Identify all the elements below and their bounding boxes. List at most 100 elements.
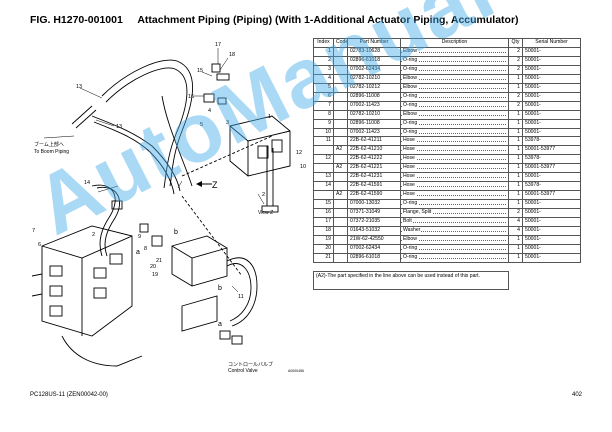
dot-leader xyxy=(401,222,506,224)
callout-3: 3 xyxy=(226,120,229,126)
cell-qty: 4 xyxy=(508,217,523,228)
description-text: O-ring xyxy=(403,92,419,99)
callout-7: 7 xyxy=(32,228,35,234)
callout-13a: 13 xyxy=(76,84,82,90)
dot-leader xyxy=(401,150,506,152)
dot-leader xyxy=(401,177,506,179)
cell-description: Hose xyxy=(400,181,509,192)
callout-6: 6 xyxy=(38,242,41,248)
cell-serial-number: 53978- xyxy=(522,154,581,165)
cell-part-number: 01643-51032 xyxy=(347,226,401,236)
cell-description: Hose xyxy=(400,145,509,156)
cell-description: O-ring xyxy=(400,243,509,254)
cell-description: Hose xyxy=(400,154,509,165)
callout-5: 5 xyxy=(200,122,203,128)
cell-index: 12 xyxy=(313,154,334,165)
dot-leader xyxy=(401,204,506,206)
callout-18: 18 xyxy=(229,52,235,58)
description-text: Hose xyxy=(403,173,416,180)
description-text: O-ring xyxy=(403,253,419,260)
callout-17: 17 xyxy=(215,42,221,48)
description-text: O-ring xyxy=(403,200,419,207)
description-text: Elbow xyxy=(403,110,418,117)
callout-12: 12 xyxy=(296,150,302,156)
cell-serial-number: 50001-53977 xyxy=(522,163,581,174)
cell-index: 16 xyxy=(313,208,334,219)
cell-description: Elbow xyxy=(400,109,509,120)
cell-index: 21 xyxy=(313,252,334,263)
note-spacer xyxy=(509,271,581,289)
description-text: O-ring xyxy=(403,65,419,72)
cell-code xyxy=(333,127,348,138)
cell-part-number: 07002-62434 xyxy=(347,243,401,254)
dot-leader xyxy=(401,114,506,116)
cell-qty: 1 xyxy=(508,181,523,192)
marker-b2: b xyxy=(218,285,222,292)
cell-part-number: 02896-11008 xyxy=(347,91,401,102)
cell-serial-number: 50001- xyxy=(522,243,581,254)
cell-qty: 1 xyxy=(508,199,523,210)
parts-table: Index Code Part Number Description Qty S… xyxy=(313,38,581,290)
table-gap-row xyxy=(314,262,581,271)
callout-14: 14 xyxy=(84,180,90,186)
cell-code xyxy=(333,82,348,93)
cell-description: Washer xyxy=(400,226,509,236)
cell-qty: 1 xyxy=(508,136,523,147)
cell-code xyxy=(333,243,348,254)
cell-serial-number: 50001- xyxy=(522,217,581,228)
cell-qty: 4 xyxy=(508,226,523,236)
cell-index: 20 xyxy=(313,243,334,254)
cell-part-number: 07372-21035 xyxy=(347,217,401,228)
cell-qty: 1 xyxy=(508,109,523,120)
header-code: Code xyxy=(333,38,348,48)
cell-qty: 1 xyxy=(508,118,523,129)
control-valve-label-en: Control Valve xyxy=(228,368,258,374)
cell-code: A2 xyxy=(333,190,348,201)
dot-leader xyxy=(401,132,506,134)
dot-leader xyxy=(401,195,506,197)
cell-description: Elbow xyxy=(400,46,509,57)
cell-description: O-ring xyxy=(400,100,509,111)
cell-index: 1 xyxy=(313,46,334,57)
description-text: O-ring xyxy=(403,119,419,126)
cell-index: 6 xyxy=(313,91,334,102)
cell-qty: 2 xyxy=(508,208,523,219)
cell-qty: 1 xyxy=(508,154,523,165)
description-text: Hose xyxy=(403,191,416,198)
cell-code xyxy=(333,91,348,102)
figure-title: Attachment Piping (Piping) (With 1-Addit… xyxy=(137,14,519,26)
cell-serial-number: 53978- xyxy=(522,181,581,192)
cell-code xyxy=(333,118,348,129)
figure-number: FIG. H1270-001001 xyxy=(30,14,123,26)
dot-leader xyxy=(401,239,506,241)
cell-part-number: 02782-10210 xyxy=(347,109,401,120)
header-qty: Qty xyxy=(508,38,523,48)
cell-index: 15 xyxy=(313,199,334,210)
header-part-number: Part Number xyxy=(347,38,401,48)
cell-qty: 2 xyxy=(508,46,523,57)
cell-index: 5 xyxy=(313,82,334,93)
cell-qty: 1 xyxy=(508,190,523,201)
description-text: Hose xyxy=(403,146,416,153)
cell-description: Hose xyxy=(400,172,509,183)
cell-qty: 1 xyxy=(508,252,523,263)
dot-leader xyxy=(401,186,506,188)
cell-description: O-ring xyxy=(400,55,509,66)
cell-qty: 2 xyxy=(508,100,523,111)
cell-index xyxy=(313,163,334,174)
dot-leader xyxy=(401,257,506,259)
cell-description: Elbow xyxy=(400,73,509,84)
description-text: Washer xyxy=(403,227,422,234)
dot-leader xyxy=(401,87,506,89)
cell-part-number: 22B-62-41231 xyxy=(347,172,401,183)
dot-leader xyxy=(401,141,506,143)
callout-20: 20 xyxy=(150,264,156,270)
